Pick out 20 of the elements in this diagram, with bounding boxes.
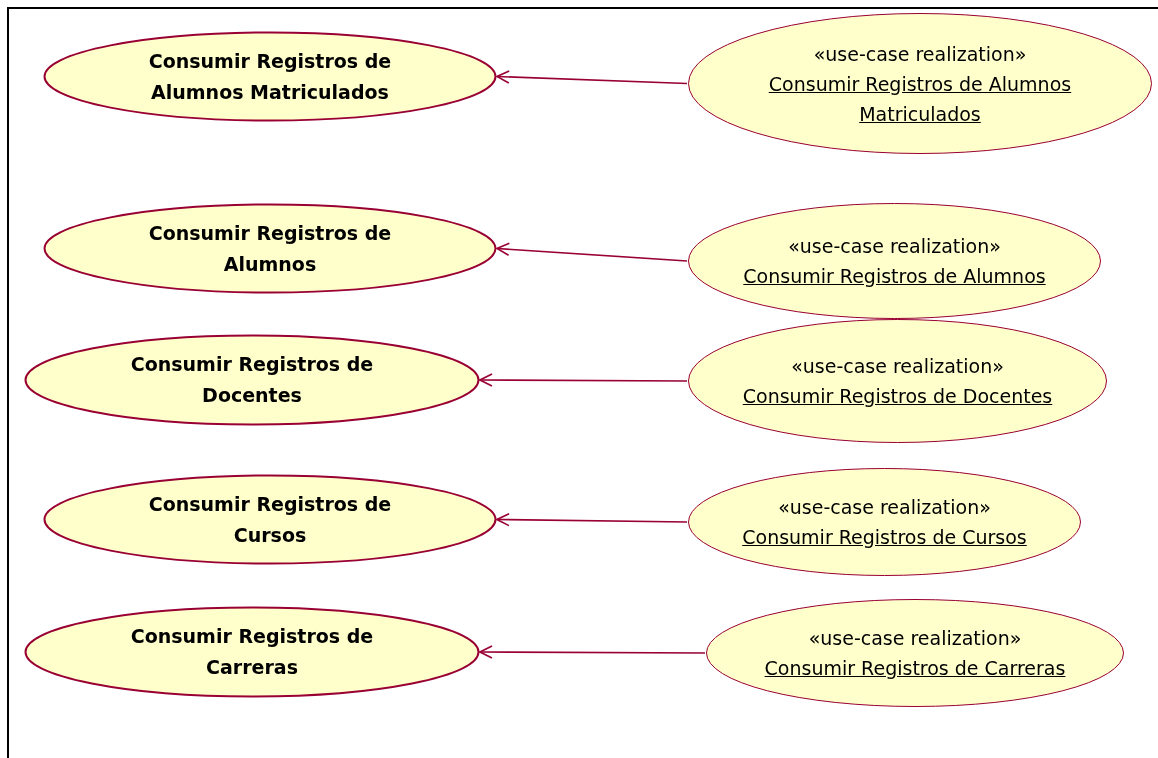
use-case-name: Consumir Registros de Alumnos Matriculados bbox=[147, 48, 393, 105]
stereotype-label: «use-case realization» bbox=[813, 41, 1027, 67]
stereotype-label: «use-case realization» bbox=[808, 626, 1022, 651]
stereotype-label: «use-case realization» bbox=[788, 234, 1001, 259]
dependency-arrow bbox=[496, 512, 688, 527]
use-case-name: Consumir Registros de Alumnos bbox=[147, 220, 393, 277]
realization-name: Consumir Registros de Alumnos Matriculados bbox=[767, 71, 1073, 127]
dependency-arrow bbox=[479, 645, 706, 659]
dependency-arrow bbox=[496, 242, 688, 262]
use-case-name: Consumir Registros de Docentes bbox=[129, 352, 375, 408]
realization-name: Consumir Registros de Carreras bbox=[764, 656, 1066, 681]
stereotype-label: «use-case realization» bbox=[791, 354, 1004, 379]
dependency-arrow bbox=[479, 373, 688, 387]
use-case-name: Consumir Registros de Cursos bbox=[147, 491, 393, 548]
dependency-arrow bbox=[496, 70, 688, 85]
use-case-name: Consumir Registros de Carreras bbox=[129, 624, 375, 680]
stereotype-label: «use-case realization» bbox=[778, 495, 991, 520]
realization-name: Consumir Registros de Cursos bbox=[742, 525, 1027, 550]
realization-name: Consumir Registros de Alumnos bbox=[743, 264, 1046, 289]
realization-name: Consumir Registros de Docentes bbox=[742, 384, 1053, 409]
